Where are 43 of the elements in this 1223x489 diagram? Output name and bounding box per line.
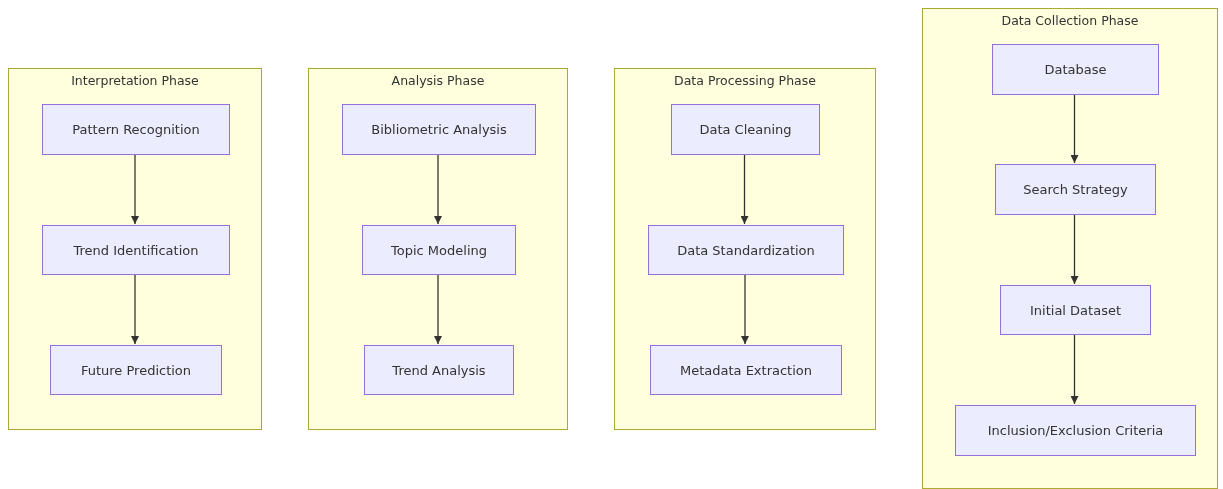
process-box (1000, 285, 1151, 335)
process-box (364, 345, 514, 395)
box-label: Topic Modeling (391, 242, 487, 258)
process-box (995, 164, 1156, 215)
arrow (1070, 213, 1079, 285)
group-title: Data Collection Phase (1001, 13, 1139, 29)
process-box (650, 345, 842, 395)
arrow (1070, 333, 1079, 405)
process-box (648, 225, 844, 275)
phase-group (922, 8, 1218, 489)
phase-group (614, 68, 876, 430)
arrow (1070, 93, 1079, 164)
arrow (434, 273, 442, 345)
process-box (362, 225, 516, 275)
box-label: Database (1044, 62, 1107, 77)
box-label: Initial Dataset (1030, 302, 1121, 318)
process-box (955, 405, 1196, 456)
box-label: Data Standardization (677, 242, 815, 258)
process-box (342, 104, 536, 155)
box-label: Pattern Recognition (72, 122, 200, 137)
box-label: Metadata Extraction (679, 362, 813, 378)
arrow (434, 153, 442, 225)
process-box (42, 225, 230, 275)
group-title: Data Processing Phase (674, 73, 816, 89)
box-label: Trend Analysis (392, 362, 486, 378)
box-label: Search Strategy (1023, 182, 1128, 197)
process-box (50, 345, 222, 395)
arrow (131, 273, 139, 345)
box-label: Future Prediction (80, 362, 192, 378)
process-box (42, 104, 230, 155)
box-label: Trend Identification (73, 242, 199, 258)
process-box (992, 44, 1159, 95)
arrow (131, 153, 139, 225)
arrow (740, 153, 749, 225)
group-title: Interpretation Phase (71, 73, 199, 89)
box-label: Data Cleaning (699, 122, 792, 137)
process-box (671, 104, 820, 155)
phase-group (308, 68, 568, 430)
group-title: Analysis Phase (391, 73, 485, 89)
arrow (741, 273, 749, 345)
box-label: Inclusion/Exclusion Criteria (987, 423, 1164, 438)
box-label: Bibliometric Analysis (371, 122, 507, 137)
phase-group (8, 68, 262, 430)
